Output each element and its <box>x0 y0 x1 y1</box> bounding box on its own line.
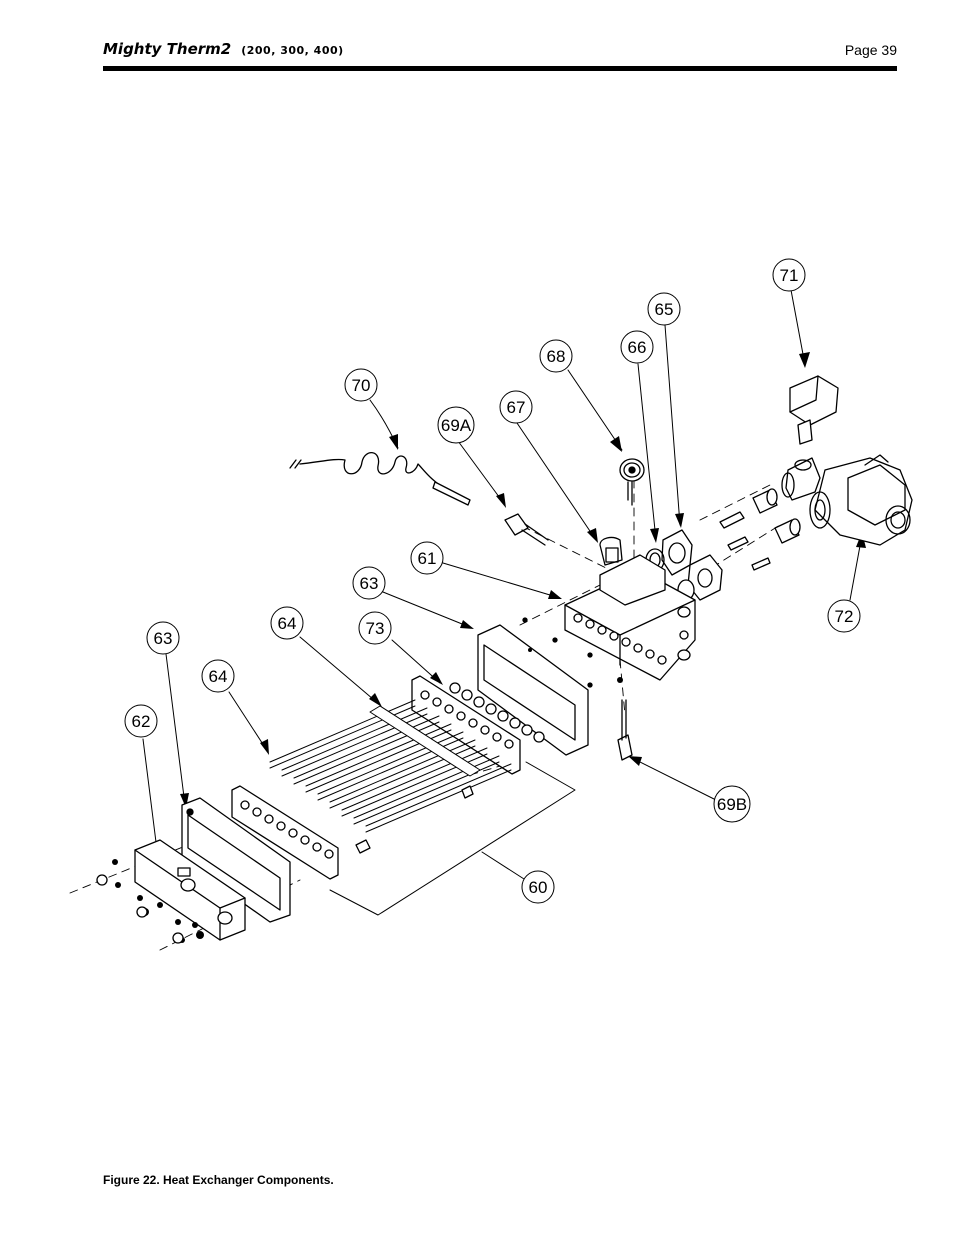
page-number: Page 39 <box>844 42 897 58</box>
arrow-heads <box>153 352 866 861</box>
document-title: Mighty Therm2 (200, 300, 400) <box>103 40 344 58</box>
product-name: Mighty Therm2 <box>103 40 232 58</box>
callout-labels: 71 65 66 68 70 67 69A 61 63 64 73 63 64 … <box>132 266 854 897</box>
nuts-left <box>96 630 689 944</box>
pipe-nipples <box>752 488 801 544</box>
header-62 <box>134 839 246 941</box>
callout-69b: 69B <box>717 795 747 814</box>
header-rule <box>103 66 897 71</box>
callout-65: 65 <box>655 300 674 319</box>
callout-66: 66 <box>628 338 647 357</box>
callout-63-front: 63 <box>154 629 173 648</box>
leader-lines <box>142 289 863 916</box>
bolt-69b <box>617 699 633 761</box>
fitting-67 <box>599 536 623 566</box>
callout-71: 71 <box>780 266 799 285</box>
callout-bubbles <box>124 258 861 904</box>
pump-72 <box>809 454 913 546</box>
probe-69a <box>504 513 549 546</box>
callout-63-rear: 63 <box>360 574 379 593</box>
callout-67: 67 <box>507 398 526 417</box>
callout-68: 68 <box>547 347 566 366</box>
model-numbers: (200, 300, 400) <box>241 44 344 57</box>
tube-sheet-64-front <box>231 785 474 880</box>
o-rings-73 <box>449 682 545 743</box>
bolts-right <box>719 511 771 571</box>
gauge-68 <box>619 458 645 506</box>
callout-73: 73 <box>366 619 385 638</box>
tube-sheet-64-rear <box>411 675 521 775</box>
tube-bundle <box>269 699 512 833</box>
figure-caption: Figure 22. Heat Exchanger Components. <box>103 1173 334 1187</box>
manifold-61 <box>564 554 696 681</box>
callout-61: 61 <box>418 549 437 568</box>
callout-70: 70 <box>352 376 371 395</box>
tee-fitting <box>781 457 821 501</box>
callout-64-rear: 64 <box>278 614 297 633</box>
callout-64-front: 64 <box>209 667 228 686</box>
page-header: Mighty Therm2 (200, 300, 400) Page 39 <box>103 38 897 72</box>
sensor-wire-70 <box>289 452 471 506</box>
callout-60: 60 <box>529 878 548 897</box>
flange-lower <box>677 554 723 601</box>
callout-69a: 69A <box>441 416 472 435</box>
callout-72: 72 <box>835 607 854 626</box>
callout-62: 62 <box>132 712 151 731</box>
switch-71 <box>789 375 839 445</box>
